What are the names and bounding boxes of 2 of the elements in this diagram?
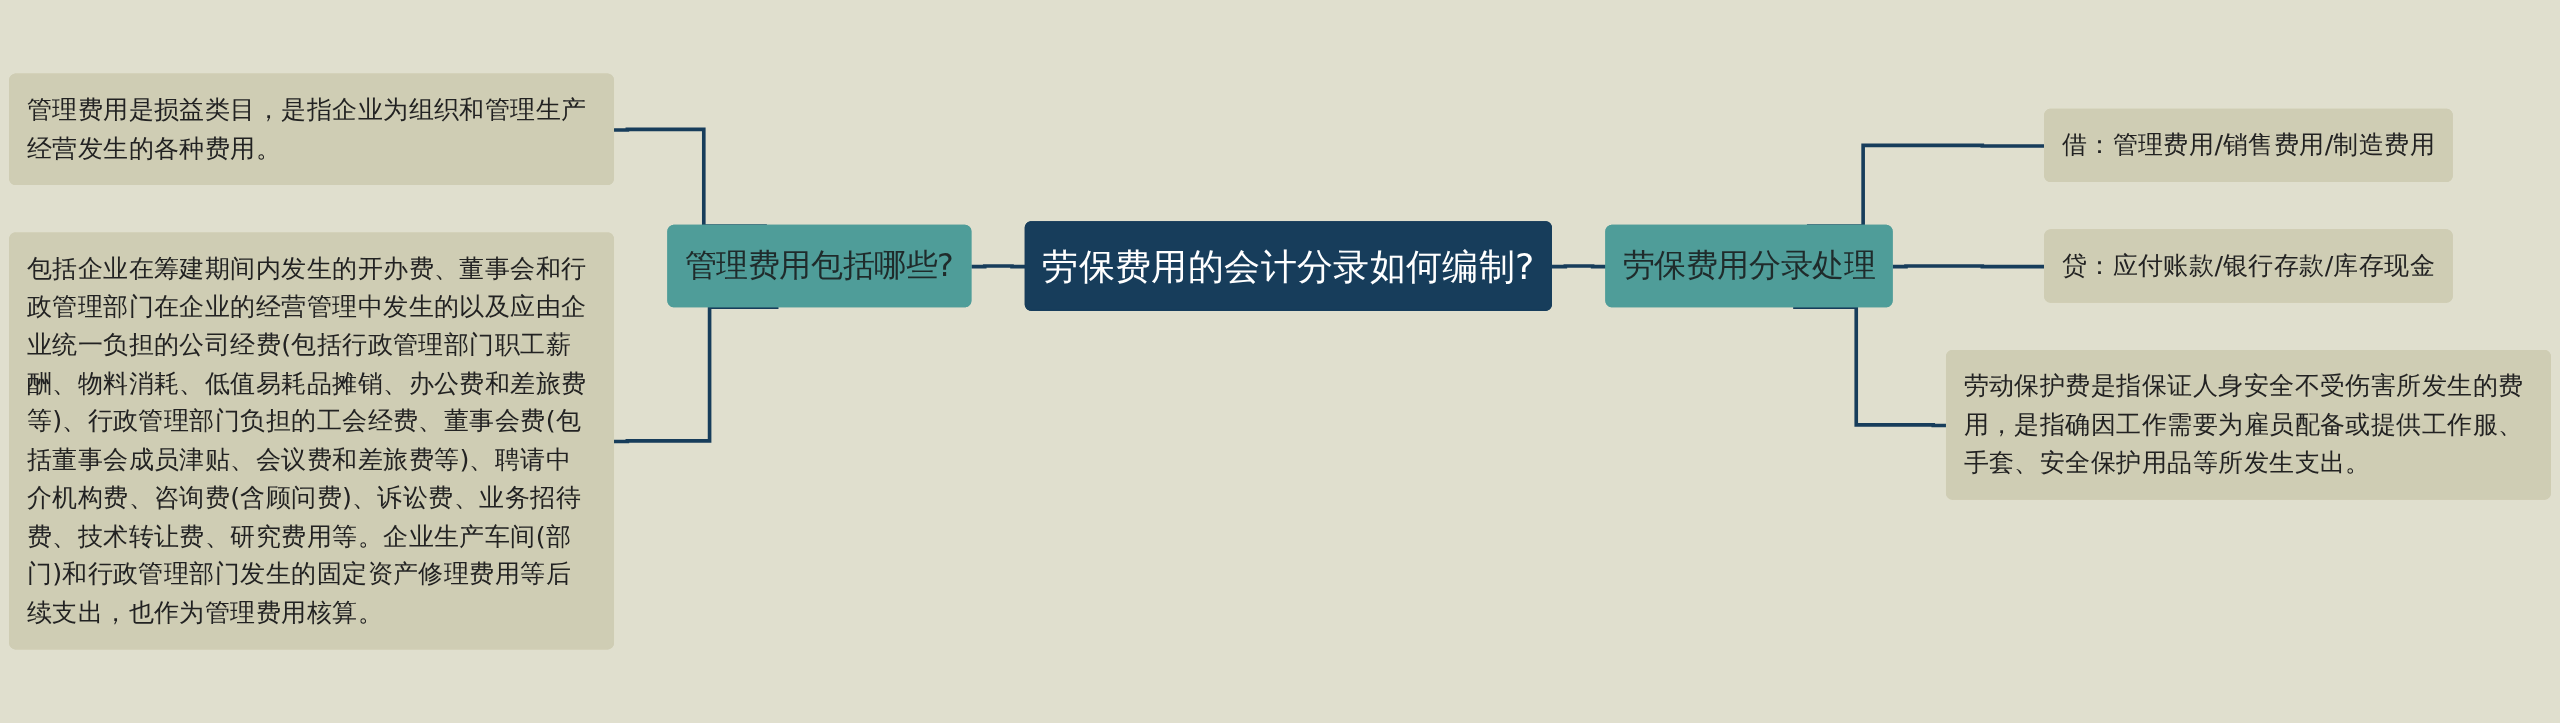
connector [971,264,1026,269]
connector [614,305,779,444]
